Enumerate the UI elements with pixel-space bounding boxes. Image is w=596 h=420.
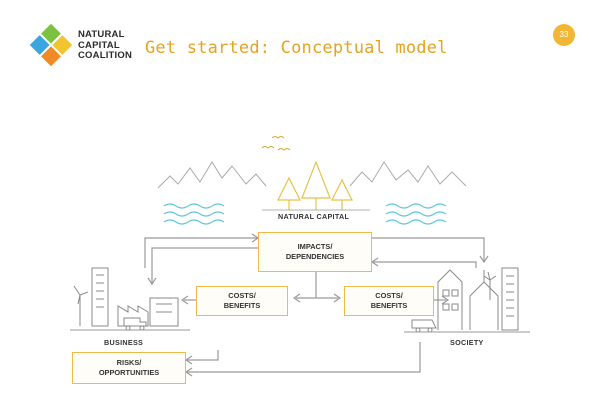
house-icon <box>437 269 463 330</box>
arrow-business-to-impacts <box>144 237 258 268</box>
arrow-society-to-risks <box>186 350 219 361</box>
page-number-badge: 33 <box>553 24 575 46</box>
costs-right-line-2: BENEFITS <box>370 301 408 310</box>
risks-box-line-2: OPPORTUNITIES <box>98 368 160 377</box>
factory-icon <box>117 305 149 327</box>
page-title: Get started: Conceptual model <box>145 38 448 58</box>
arrow-impacts-to-business <box>151 247 258 284</box>
impacts-box-line-2: DEPENDENCIES <box>285 252 345 261</box>
natural-capital-label: NATURAL CAPITAL <box>278 212 350 221</box>
costs-left-line-2: BENEFITS <box>223 301 261 310</box>
natural-capital-coalition-logo <box>29 23 73 67</box>
arrow-society-to-impacts <box>372 261 477 268</box>
logo-line-2: CAPITAL <box>78 39 120 51</box>
impacts-box-line-1: IMPACTS/ <box>297 242 333 251</box>
logo-line-3: COALITION <box>78 50 133 61</box>
flow-arrows <box>144 233 489 377</box>
risks-box-line-1: RISKS/ <box>116 358 142 367</box>
costs-left-line-1: COSTS/ <box>228 291 256 300</box>
car-icon <box>411 319 437 333</box>
wind-turbine-icon <box>73 285 89 326</box>
business-label: BUSINESS <box>104 338 144 347</box>
business-illustration <box>70 267 190 331</box>
impacts-dependencies-box: IMPACTS/ DEPENDENCIES <box>258 232 372 272</box>
society-illustration <box>404 267 530 333</box>
logo-line-1: NATURAL <box>78 29 125 40</box>
trees-icon <box>277 160 353 210</box>
logo-wordmark: NATURAL CAPITAL COALITION <box>78 29 133 62</box>
arrow-risks-return <box>186 342 421 373</box>
mountain-range-icon <box>157 161 467 189</box>
water-waves-right-icon <box>385 203 447 225</box>
church-icon <box>469 281 499 330</box>
costs-benefits-right-box: COSTS/ BENEFITS <box>344 286 434 316</box>
costs-right-line-1: COSTS/ <box>375 291 403 300</box>
risks-opportunities-box: RISKS/ OPPORTUNITIES <box>72 352 186 384</box>
palm-tree-icon <box>483 271 497 300</box>
society-label: SOCIETY <box>450 338 484 347</box>
water-waves-left-icon <box>163 203 225 225</box>
costs-benefits-left-box: COSTS/ BENEFITS <box>196 286 288 316</box>
truck-icon <box>123 317 147 326</box>
arrow-impacts-to-society <box>372 237 485 262</box>
birds-icon <box>261 136 291 151</box>
